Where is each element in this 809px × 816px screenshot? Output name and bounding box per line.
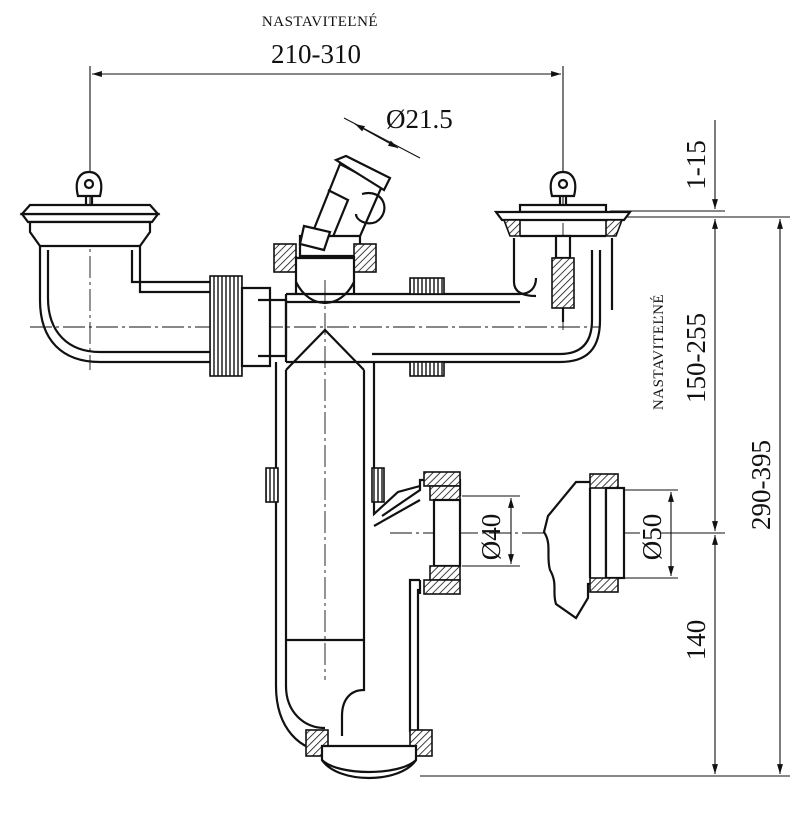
dimension-diameter-40 — [462, 495, 520, 567]
label-outlet-diameter: Ø21.5 — [386, 104, 453, 134]
horizontal-pipe — [286, 250, 602, 377]
dimension-diameter-50 — [624, 489, 678, 579]
label-adjustable-top: NASTAVITEĽNÉ — [262, 13, 378, 30]
label-width-range: 210-310 — [271, 39, 361, 69]
center-lines — [30, 190, 640, 680]
vertical-pipes — [265, 294, 421, 754]
label-diameter-50: Ø50 — [637, 514, 667, 561]
label-height-total: 290-395 — [746, 440, 776, 530]
left-strainer — [19, 170, 210, 364]
left-union-nut — [209, 275, 288, 377]
label-height-lower: 140 — [681, 620, 711, 661]
label-height-upper: 150-255 — [681, 313, 711, 403]
connector-40 — [373, 471, 462, 595]
label-diameter-40: Ø40 — [476, 514, 506, 561]
right-strainer — [493, 170, 633, 322]
label-height-small: 1-15 — [681, 140, 711, 190]
connector-50 — [542, 473, 626, 620]
central-tee — [273, 243, 377, 305]
dimension-outlet-diameter — [343, 117, 421, 159]
dimension-width — [89, 66, 564, 205]
label-adjustable-side: NASTAVITEĽNÉ — [650, 294, 667, 410]
overflow-outlet — [298, 154, 392, 258]
